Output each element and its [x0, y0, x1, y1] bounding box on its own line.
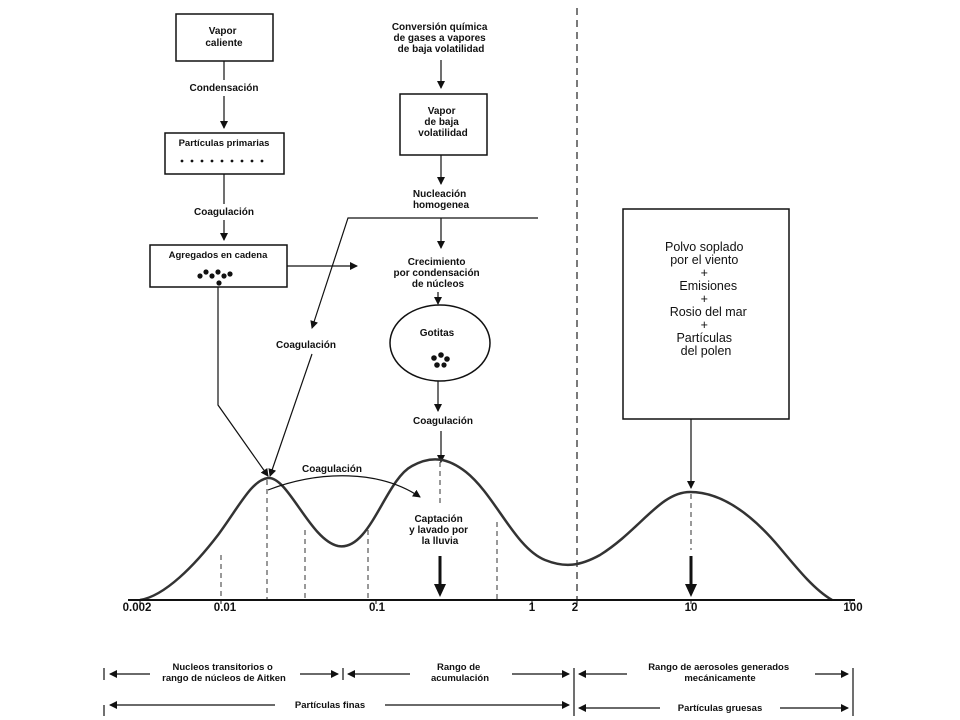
arrow-nucleacion-to-coagulacion: [310, 217, 538, 329]
tick-label: 10: [685, 602, 698, 614]
agregados-text: Agregados en cadena: [169, 250, 268, 261]
mecanicos-range-label: Rango de aerosoles generados mecánicamen…: [648, 662, 792, 684]
coagulacion-label-1: Coagulación: [194, 207, 254, 218]
sedimentation-arrow-head: [685, 584, 697, 597]
condensacion-label: Condensación: [190, 83, 259, 94]
coagulacion-mid-label: Coagulación: [413, 416, 473, 427]
primary-particle-dots: [180, 159, 264, 163]
axis-tick-labels: 0.002 0.01 0.1 1 2 10 100: [123, 602, 863, 614]
gotitas-ellipse: [389, 304, 491, 382]
droplet-dots: [431, 352, 450, 368]
captacion-label: Captación y lavado por la lluvia: [409, 514, 471, 547]
size-distribution-curve: [139, 458, 833, 602]
tick-label: 0.01: [214, 602, 237, 614]
gruesas-label: Partículas gruesas: [678, 703, 763, 714]
nucleos-range-label: Nucleos transitorios o rango de núcleos …: [162, 662, 286, 684]
coagulation-curved-arrow: [267, 475, 421, 498]
tick-label: 100: [843, 602, 862, 614]
coagulacion-left-label: Coagulación: [276, 340, 336, 351]
vapor-caliente-text: Vapor caliente: [205, 26, 243, 49]
tick-label: 0.1: [369, 602, 386, 614]
particulas-primarias-text: Partículas primarias: [179, 138, 270, 149]
dashed-guides: [220, 462, 692, 600]
acumulacion-range-label: Rango de acumulación: [431, 662, 489, 684]
coarse-sources-box: [622, 208, 790, 420]
arrow-agregados-to-nuclei-peak: [217, 287, 269, 477]
finas-label: Partículas finas: [295, 700, 365, 711]
vapor-baja-box: [399, 93, 488, 156]
tick-label: 0.002: [123, 602, 152, 614]
coagulacion-curve-label: Coagulación: [302, 464, 362, 475]
nucleacion-label: Nucleación homogenea: [413, 189, 470, 211]
vapor-baja-text: Vapor de baja volatilidad: [418, 106, 467, 139]
range-bar-row-1: [103, 668, 854, 716]
chain-aggregate-dots: [197, 269, 233, 286]
rainout-arrow-head: [434, 584, 446, 597]
tick-label: 1: [529, 602, 536, 614]
conversion-label: Conversión química de gases a vapores de…: [392, 22, 490, 55]
coarse-sources-text: Polvo soplado por el viento + Emisiones …: [665, 240, 750, 358]
axis-ticks: [139, 600, 851, 604]
gotitas-text: Gotitas: [420, 328, 455, 339]
arrow-coagulacion-to-peak: [268, 353, 313, 477]
tick-label: 2: [572, 602, 578, 614]
crecimiento-label: Crecimiento por condensación de núcleos: [394, 257, 483, 290]
